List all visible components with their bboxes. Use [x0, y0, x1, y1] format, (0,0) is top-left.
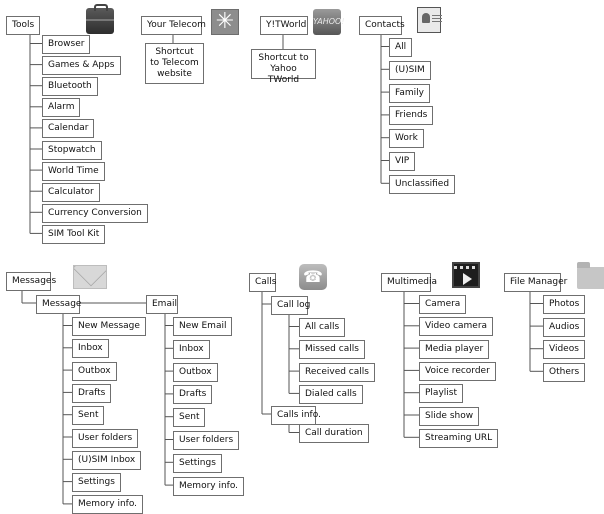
contacts-item: Work	[389, 129, 424, 149]
email-node: Email	[146, 295, 178, 314]
contacts-item: VIP	[389, 152, 416, 171]
clapperboard-play-icon	[452, 262, 480, 288]
tools-item: Calculator	[42, 182, 100, 202]
multimedia-item: Video camera	[419, 317, 494, 337]
contacts-item: Family	[389, 83, 430, 103]
tools-item: Stopwatch	[42, 140, 102, 160]
message-item: Memory info.	[72, 495, 144, 514]
toolbox-icon	[86, 4, 114, 34]
message-item: Outbox	[72, 361, 117, 381]
multimedia-item: Playlist	[419, 384, 463, 404]
multimedia-item: Camera	[419, 295, 467, 314]
file-manager-node: File Manager	[504, 273, 567, 292]
email-item: Outbox	[173, 362, 218, 382]
message-node: Message	[36, 295, 81, 314]
multimedia-item: Voice recorder	[419, 361, 496, 381]
call-log-item: Missed calls	[299, 340, 365, 360]
telecom-shortcut-node: Shortcut to Telecom website	[145, 43, 204, 84]
contacts-node: Contacts	[359, 16, 405, 35]
telecom-star-icon: ✳	[211, 9, 239, 35]
ytworld-node: Y!TWorld	[260, 16, 308, 35]
contacts-item: All	[389, 38, 413, 57]
file-manager-item: Videos	[543, 340, 585, 360]
message-item: (U)SIM Inbox	[72, 450, 142, 470]
tools-node: Tools	[6, 16, 40, 35]
call-log-item: Dialed calls	[299, 384, 363, 404]
contacts-card-icon	[417, 7, 442, 33]
calls-info-node: Calls info.	[271, 406, 321, 425]
email-item: New Email	[173, 317, 233, 336]
tools-item: World Time	[42, 161, 105, 181]
message-item: New Message	[72, 317, 146, 336]
tools-item: Browser	[42, 35, 91, 54]
email-item: Drafts	[173, 385, 213, 405]
multimedia-node: Multimedia	[381, 273, 437, 292]
calls-info-item: Call duration	[299, 424, 369, 443]
tools-item: Bluetooth	[42, 77, 98, 97]
yahoo-shortcut-node: Shortcut to Yahoo TWorld	[251, 49, 316, 85]
contacts-item: Unclassified	[389, 174, 456, 194]
contacts-item: (U)SIM	[389, 60, 431, 80]
file-manager-item: Photos	[543, 295, 586, 314]
contacts-item: Friends	[389, 106, 434, 126]
file-manager-item: Audios	[543, 317, 586, 337]
phone-call-icon: ☎	[299, 264, 327, 290]
yahoo-icon: YAHOO!	[313, 9, 345, 35]
tools-item: Currency Conversion	[42, 203, 148, 223]
call-log-item: All calls	[299, 318, 346, 337]
calls-node: Calls	[249, 273, 277, 292]
your-telecom-node: Your Telecom	[141, 16, 206, 35]
tools-item: Alarm	[42, 98, 81, 118]
multimedia-item: Slide show	[419, 406, 480, 426]
email-item: Inbox	[173, 339, 210, 359]
email-item: Settings	[173, 453, 222, 473]
envelope-icon	[73, 265, 107, 289]
folder-icon	[577, 262, 604, 289]
call-log-item: Received calls	[299, 362, 375, 382]
message-item: Settings	[72, 473, 121, 493]
email-item: Sent	[173, 408, 206, 428]
tools-item: SIM Tool Kit	[42, 224, 106, 244]
message-item: Sent	[72, 406, 105, 426]
tools-item: Calendar	[42, 119, 95, 139]
tools-item: Games & Apps	[42, 56, 121, 76]
file-manager-item: Others	[543, 362, 586, 382]
message-item: Drafts	[72, 383, 112, 403]
multimedia-item: Media player	[419, 339, 490, 359]
call-log-node: Call log	[271, 296, 310, 315]
email-item: Memory info.	[173, 476, 245, 496]
multimedia-item: Streaming URL	[419, 428, 499, 448]
messages-node: Messages	[6, 272, 56, 291]
email-item: User folders	[173, 431, 240, 450]
message-item: User folders	[72, 428, 139, 448]
message-item: Inbox	[72, 339, 109, 359]
